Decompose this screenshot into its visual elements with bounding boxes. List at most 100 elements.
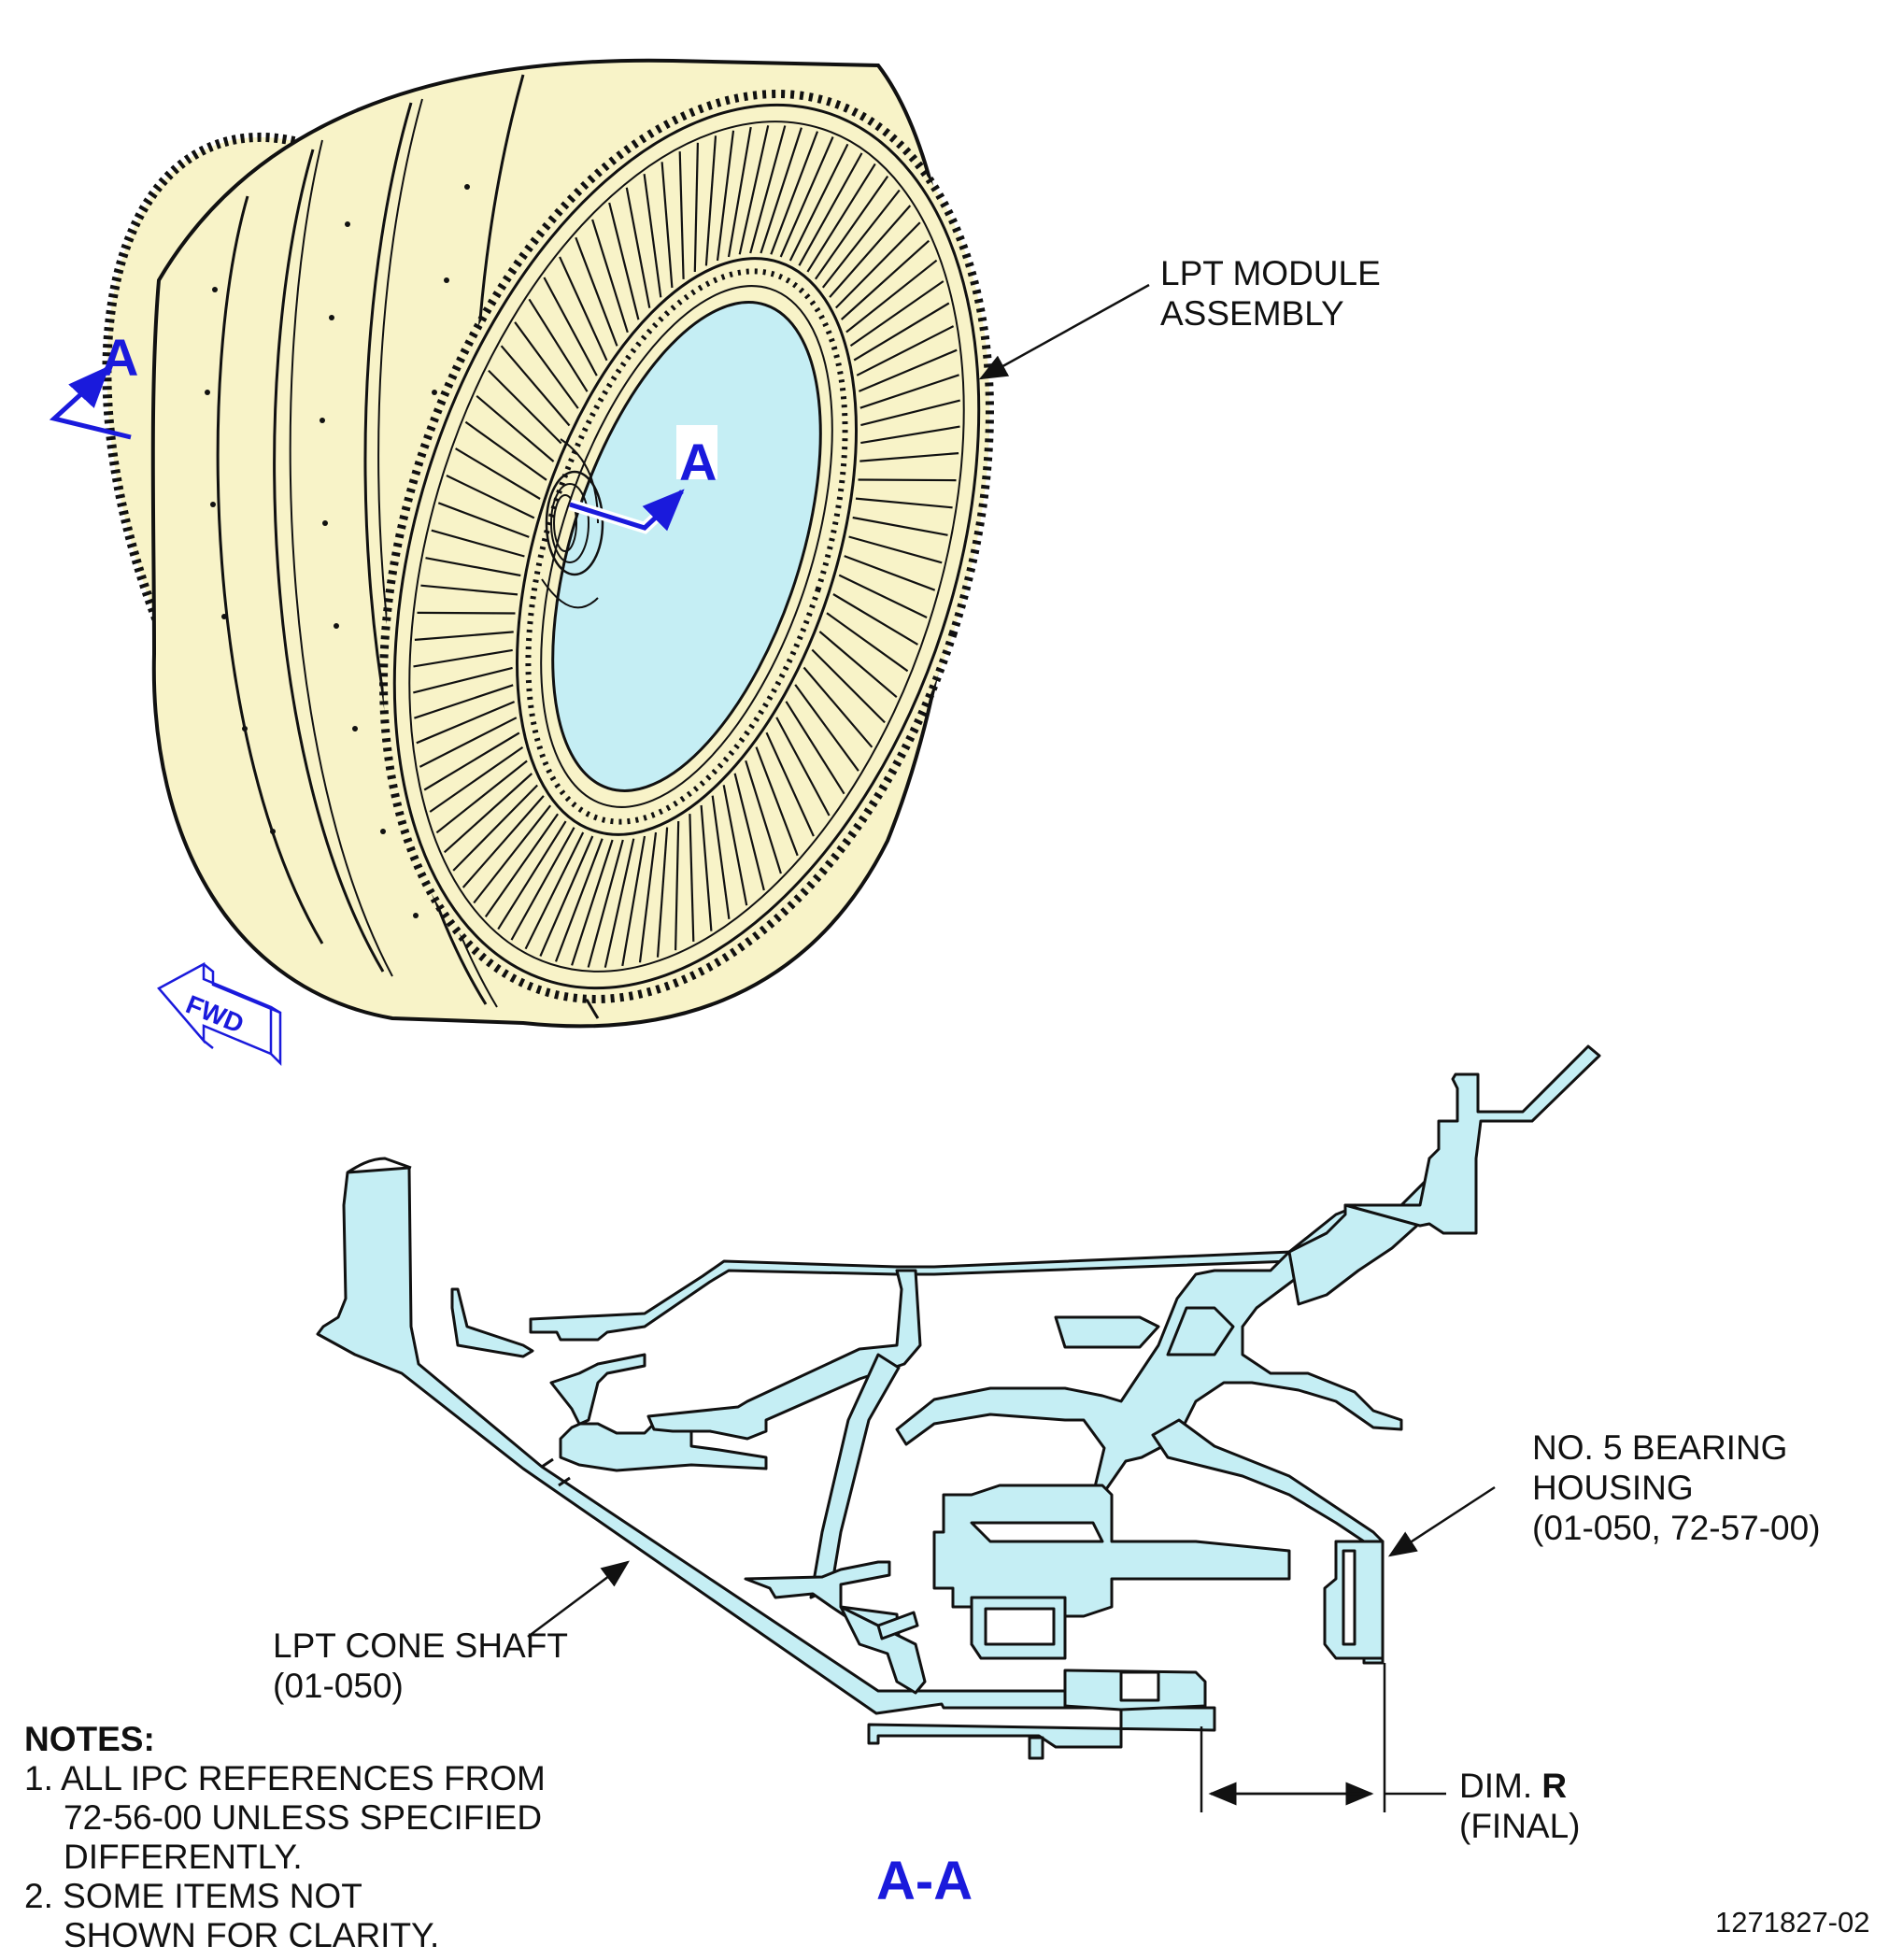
blade [524, 831, 585, 950]
notes-heading: NOTES: [24, 1720, 155, 1758]
blade [488, 369, 562, 445]
cone-shaft-leader [527, 1560, 631, 1639]
blade [716, 130, 735, 262]
blade [413, 666, 513, 694]
note-2-line-1: 2. SOME ITEMS NOT [24, 1877, 362, 1915]
blade [814, 175, 889, 280]
note-1-line-1: 1. ALL IPC REFERENCES FROM [24, 1759, 546, 1797]
blade [443, 773, 533, 854]
bearing-housing [1151, 1418, 1385, 1665]
blade [829, 205, 912, 298]
blade [446, 475, 535, 519]
blade [559, 256, 608, 362]
turbine-blades [413, 125, 960, 968]
blade [859, 452, 959, 462]
blade [429, 746, 524, 813]
dimension-r [1200, 1663, 1446, 1812]
section-a-a [316, 1044, 1601, 1760]
bearing-housing-label-line-1: NO. 5 BEARING [1532, 1428, 1788, 1467]
blade [806, 163, 876, 273]
blade [794, 684, 859, 772]
lpt-module-assembly [102, 58, 994, 1029]
cone-shaft [316, 1166, 1216, 1749]
bearing-housing-label-line-2: HOUSING [1532, 1469, 1694, 1507]
blade [779, 136, 834, 258]
section-marker-center [568, 425, 717, 534]
blade [858, 348, 958, 392]
blade [760, 127, 802, 254]
figure-number: 1271827-02 [1715, 1906, 1870, 1939]
blade [462, 795, 545, 888]
dimension-prefix: DIM. [1459, 1767, 1533, 1805]
blade [608, 202, 640, 320]
bearing-housing-label: NO. 5 BEARING HOUSING (01-050, 72-57-00) [1532, 1427, 1821, 1548]
blade [845, 259, 938, 334]
blade [821, 189, 901, 289]
blade [770, 131, 819, 255]
dimension-letter: R [1541, 1767, 1568, 1805]
blade [476, 394, 555, 462]
blade [859, 374, 959, 409]
dimension-label-line-1: DIM. R [1459, 1767, 1567, 1805]
blade [848, 535, 943, 564]
blade [500, 345, 571, 427]
lpt-module-label: LPT MODULE ASSEMBLY [1160, 253, 1381, 334]
note-2-line-2: SHOWN FOR CLARITY. [64, 1916, 440, 1954]
blade [855, 497, 953, 509]
blade [749, 125, 787, 254]
blade [727, 126, 752, 258]
fwd-arrow [157, 961, 282, 1067]
lpt-module-leader [978, 283, 1150, 380]
blade [856, 325, 955, 376]
cone-shaft-label: LPT CONE SHAFT (01-050) [273, 1626, 568, 1706]
dimension-qualifier: (FINAL) [1459, 1807, 1581, 1845]
blade [425, 557, 521, 577]
blade [554, 838, 604, 962]
blade [414, 631, 514, 641]
notes-block: NOTES: 1. ALL IPC REFERENCES FROM 72-56-… [24, 1720, 546, 1955]
blade [832, 593, 918, 646]
blade [711, 795, 731, 919]
blade [437, 502, 530, 538]
blade [638, 831, 658, 963]
blade [414, 684, 514, 719]
disk-stage-1 [549, 1353, 768, 1472]
blade [798, 152, 863, 266]
blade [811, 648, 886, 724]
upper-right-flange [1343, 1044, 1601, 1235]
blade [419, 717, 518, 768]
blade [844, 555, 936, 591]
blade [693, 142, 699, 273]
blade [435, 760, 528, 834]
blade [775, 717, 831, 817]
dimension-label: DIM. R (FINAL) [1459, 1766, 1581, 1846]
blade [417, 611, 516, 615]
blade [484, 813, 560, 918]
blade [765, 731, 815, 837]
blade [514, 321, 579, 409]
blade [860, 399, 960, 427]
blade [591, 219, 629, 334]
blade [604, 838, 635, 968]
lpt-module-label-line-2: ASSEMBLY [1160, 294, 1344, 333]
disk-stage-2 [646, 1269, 922, 1441]
blade [473, 804, 552, 904]
section-marker-left [49, 365, 132, 440]
blade [755, 746, 799, 857]
blade [840, 239, 930, 320]
section-marker-center-letter: A [679, 433, 717, 491]
blade [678, 151, 685, 279]
blade [826, 612, 909, 673]
lpt-module-label-line-1: LPT MODULE [1160, 254, 1381, 292]
blade [788, 143, 849, 262]
note-1-line-2: 72-56-00 UNLESS SPECIFIED [64, 1798, 543, 1837]
blade [733, 773, 765, 891]
blade [539, 835, 594, 957]
blade [818, 631, 898, 699]
blade [423, 731, 520, 791]
bearing-leader [1387, 1485, 1496, 1557]
blade [431, 529, 525, 558]
blade [621, 835, 646, 967]
blade [700, 804, 713, 931]
